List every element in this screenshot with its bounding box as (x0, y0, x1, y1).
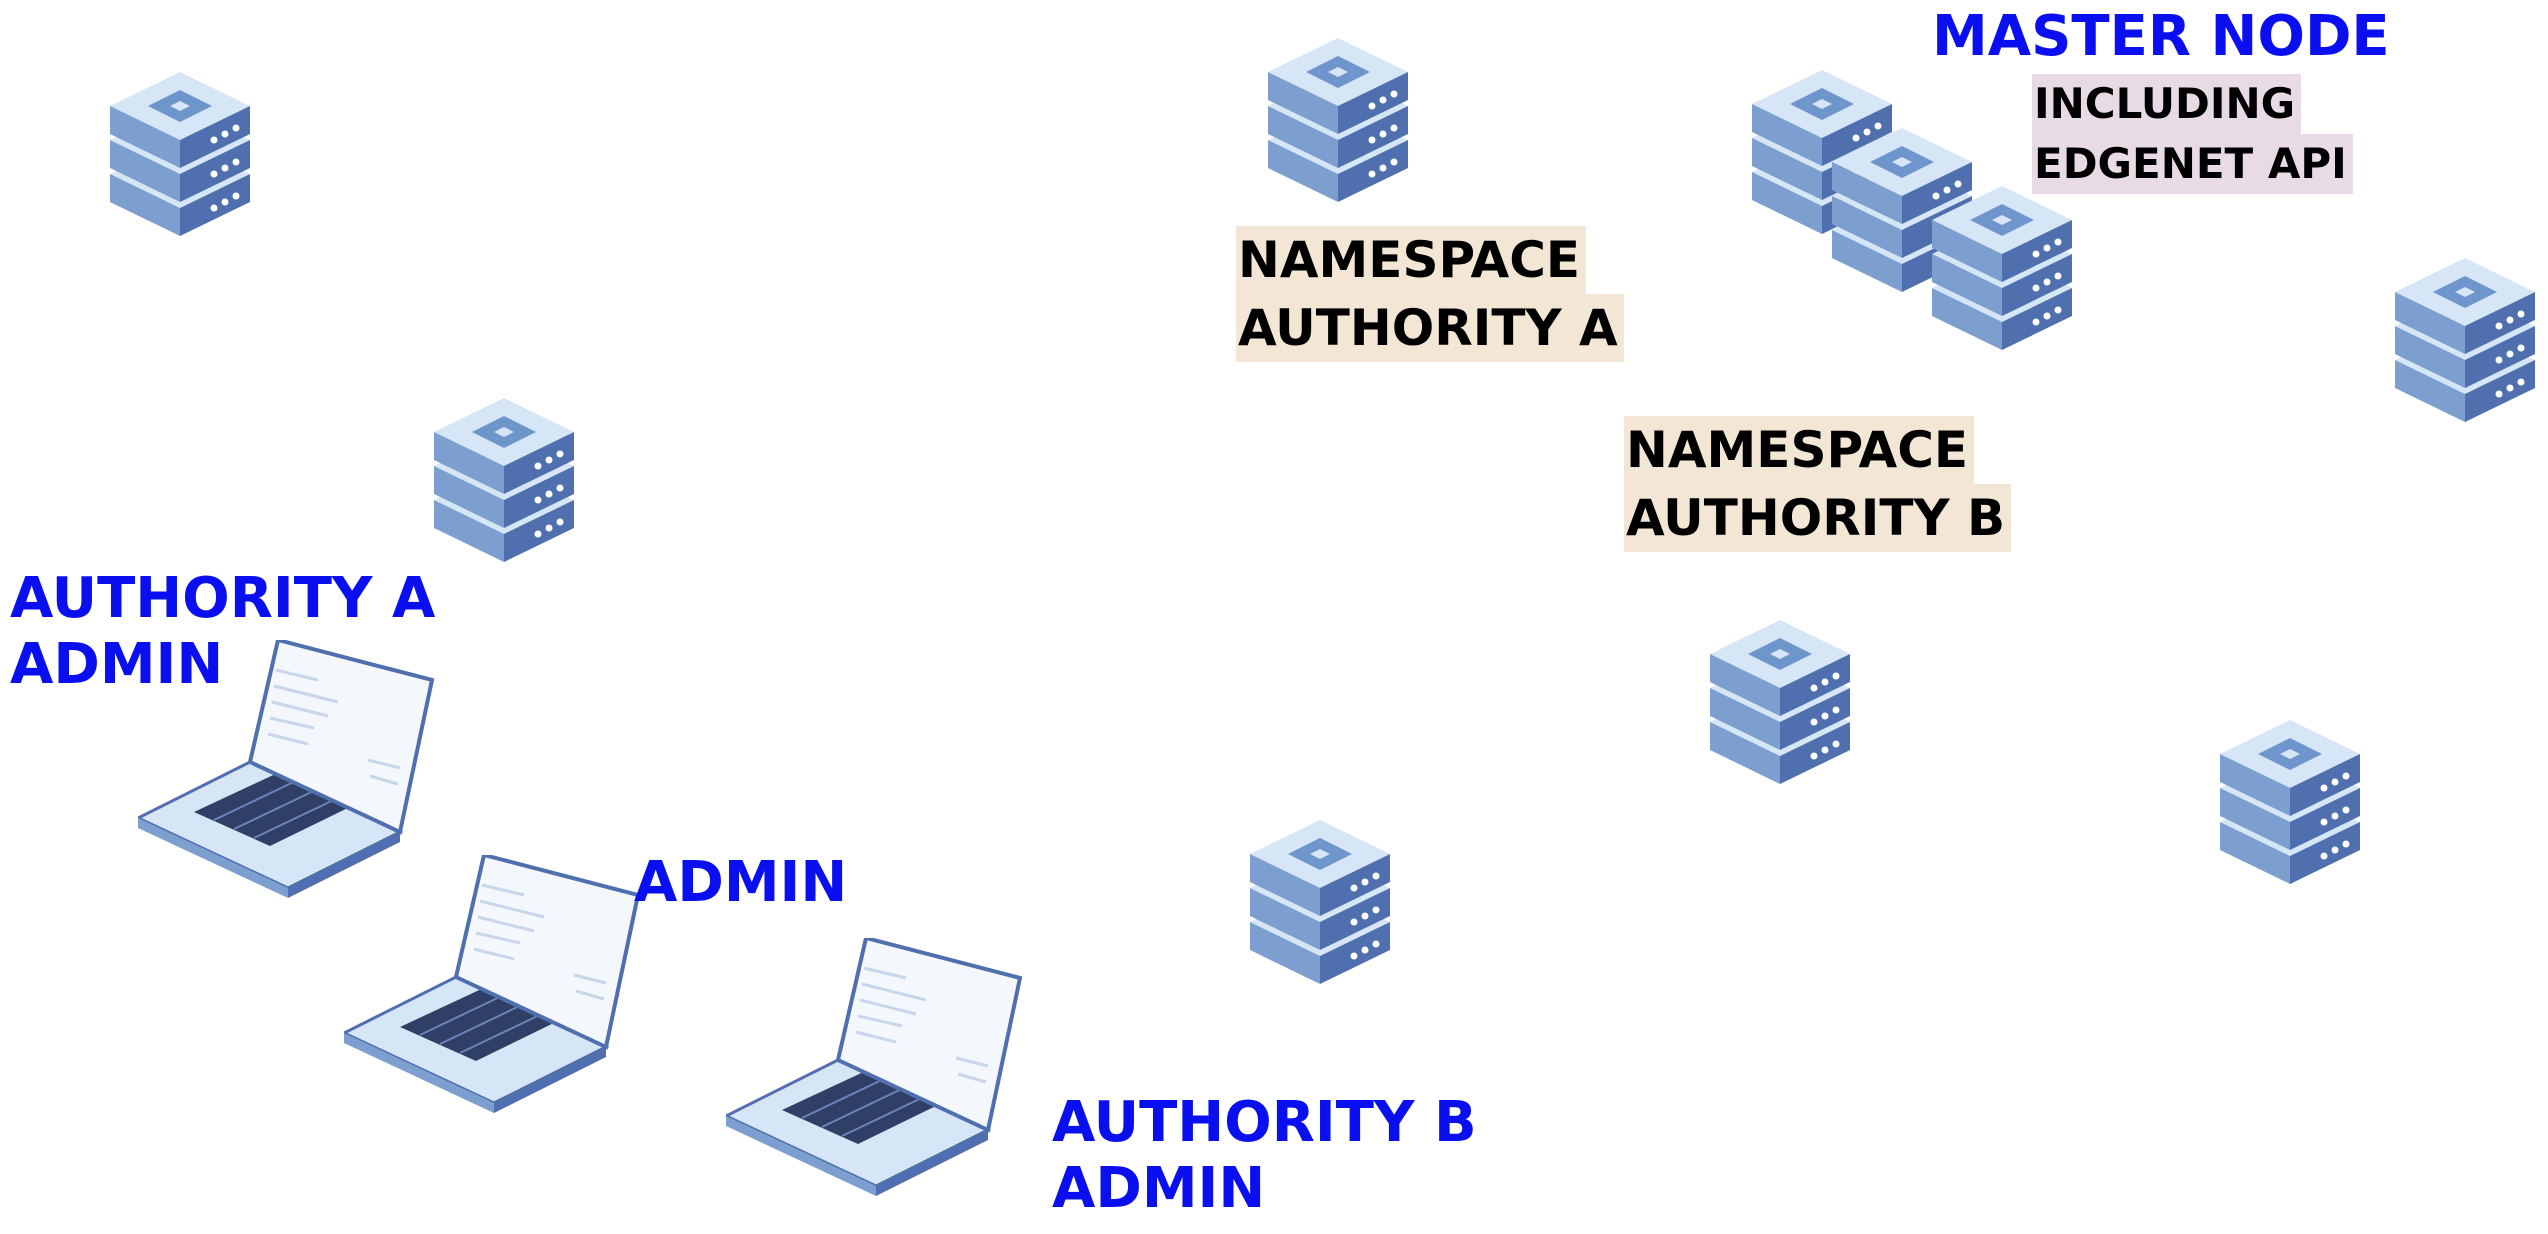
namespace-b-line1: NAMESPACE (1624, 416, 1975, 484)
master-server-icon (1932, 186, 2072, 356)
server-stack-icon (1268, 38, 1408, 208)
authority-a-admin-label: AUTHORITY A ADMIN (10, 566, 435, 698)
namespace-a-line2: AUTHORITY A (1236, 294, 1624, 362)
server-stack-icon (434, 398, 574, 568)
namespace-authority-a-tag: NAMESPACE AUTHORITY A (1236, 226, 1624, 362)
server-stack-icon (2220, 720, 2360, 890)
namespace-authority-b-tag: NAMESPACE AUTHORITY B (1624, 416, 2012, 552)
authority-a-admin-line2: ADMIN (10, 632, 224, 697)
server-stack-icon (1710, 620, 1850, 790)
server-stack-icon (2395, 258, 2535, 428)
laptop-icon (726, 938, 1022, 1198)
namespace-a-line1: NAMESPACE (1236, 226, 1587, 294)
master-note-line1: INCLUDING (2032, 74, 2302, 134)
laptop-icon (344, 855, 640, 1115)
authority-b-admin-line2: ADMIN (1052, 1156, 1266, 1221)
server-stack-icon (1250, 820, 1390, 990)
server-stack-icon (110, 72, 250, 242)
master-node-note: INCLUDING EDGENET API (2032, 74, 2353, 194)
master-note-line2: EDGENET API (2032, 134, 2353, 194)
master-node-label: MASTER NODE (1932, 4, 2390, 69)
namespace-b-line2: AUTHORITY B (1624, 484, 2012, 552)
authority-b-admin-line1: AUTHORITY B (1052, 1090, 1477, 1155)
admin-label: ADMIN (634, 850, 848, 915)
authority-b-admin-label: AUTHORITY B ADMIN (1052, 1090, 1477, 1222)
authority-a-admin-line1: AUTHORITY A (10, 566, 436, 631)
